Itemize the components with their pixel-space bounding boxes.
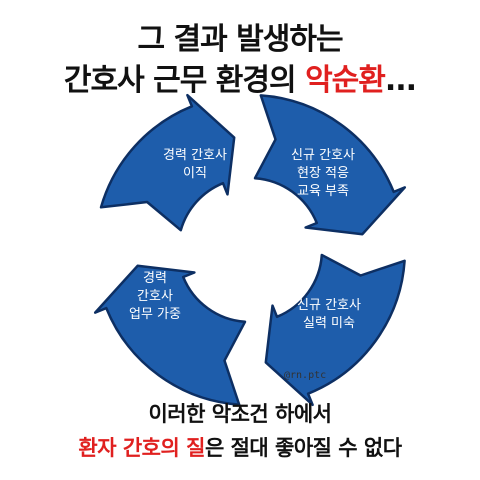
- segment-label-new-nurse-training-shortage: 신규 간호사 현장 적응 교육 부족: [291, 148, 355, 199]
- title-line-2-suffix: ...: [384, 63, 417, 98]
- cycle-arrow-workload: [93, 264, 247, 406]
- title-line-1: 그 결과 발생하는: [137, 22, 343, 57]
- author-credit: @rn.ptc: [284, 370, 327, 381]
- cycle-arrow-skill: [264, 253, 406, 407]
- title-highlight-vicious-cycle: 악순환: [305, 63, 386, 98]
- bottom-line-2-suffix: 은 절대 좋아질 수 없다: [204, 436, 402, 460]
- title-line-2-prefix: 간호사 근무 환경의: [63, 63, 306, 98]
- segment-label-experienced-nurse-workload: 경력 간호사 업무 가중: [129, 271, 181, 322]
- title-line-2: 간호사 근무 환경의 악순환...: [0, 55, 480, 99]
- segment-label-new-nurse-lack-of-skill: 신규 간호사 실력 미숙: [297, 298, 361, 331]
- bottom-line-2: 환자 간호의 질은 절대 좋아질 수 없다: [0, 432, 480, 462]
- bottom-line-1: 이러한 악조건 하에서: [148, 402, 332, 426]
- cycle-arrow-training: [253, 94, 407, 236]
- cycle-arrow-turnover: [99, 93, 236, 232]
- bottom-highlight-care-quality: 환자 간호의 질: [78, 436, 205, 460]
- segment-label-experienced-nurse-turnover: 경력 간호사 이직: [163, 148, 227, 181]
